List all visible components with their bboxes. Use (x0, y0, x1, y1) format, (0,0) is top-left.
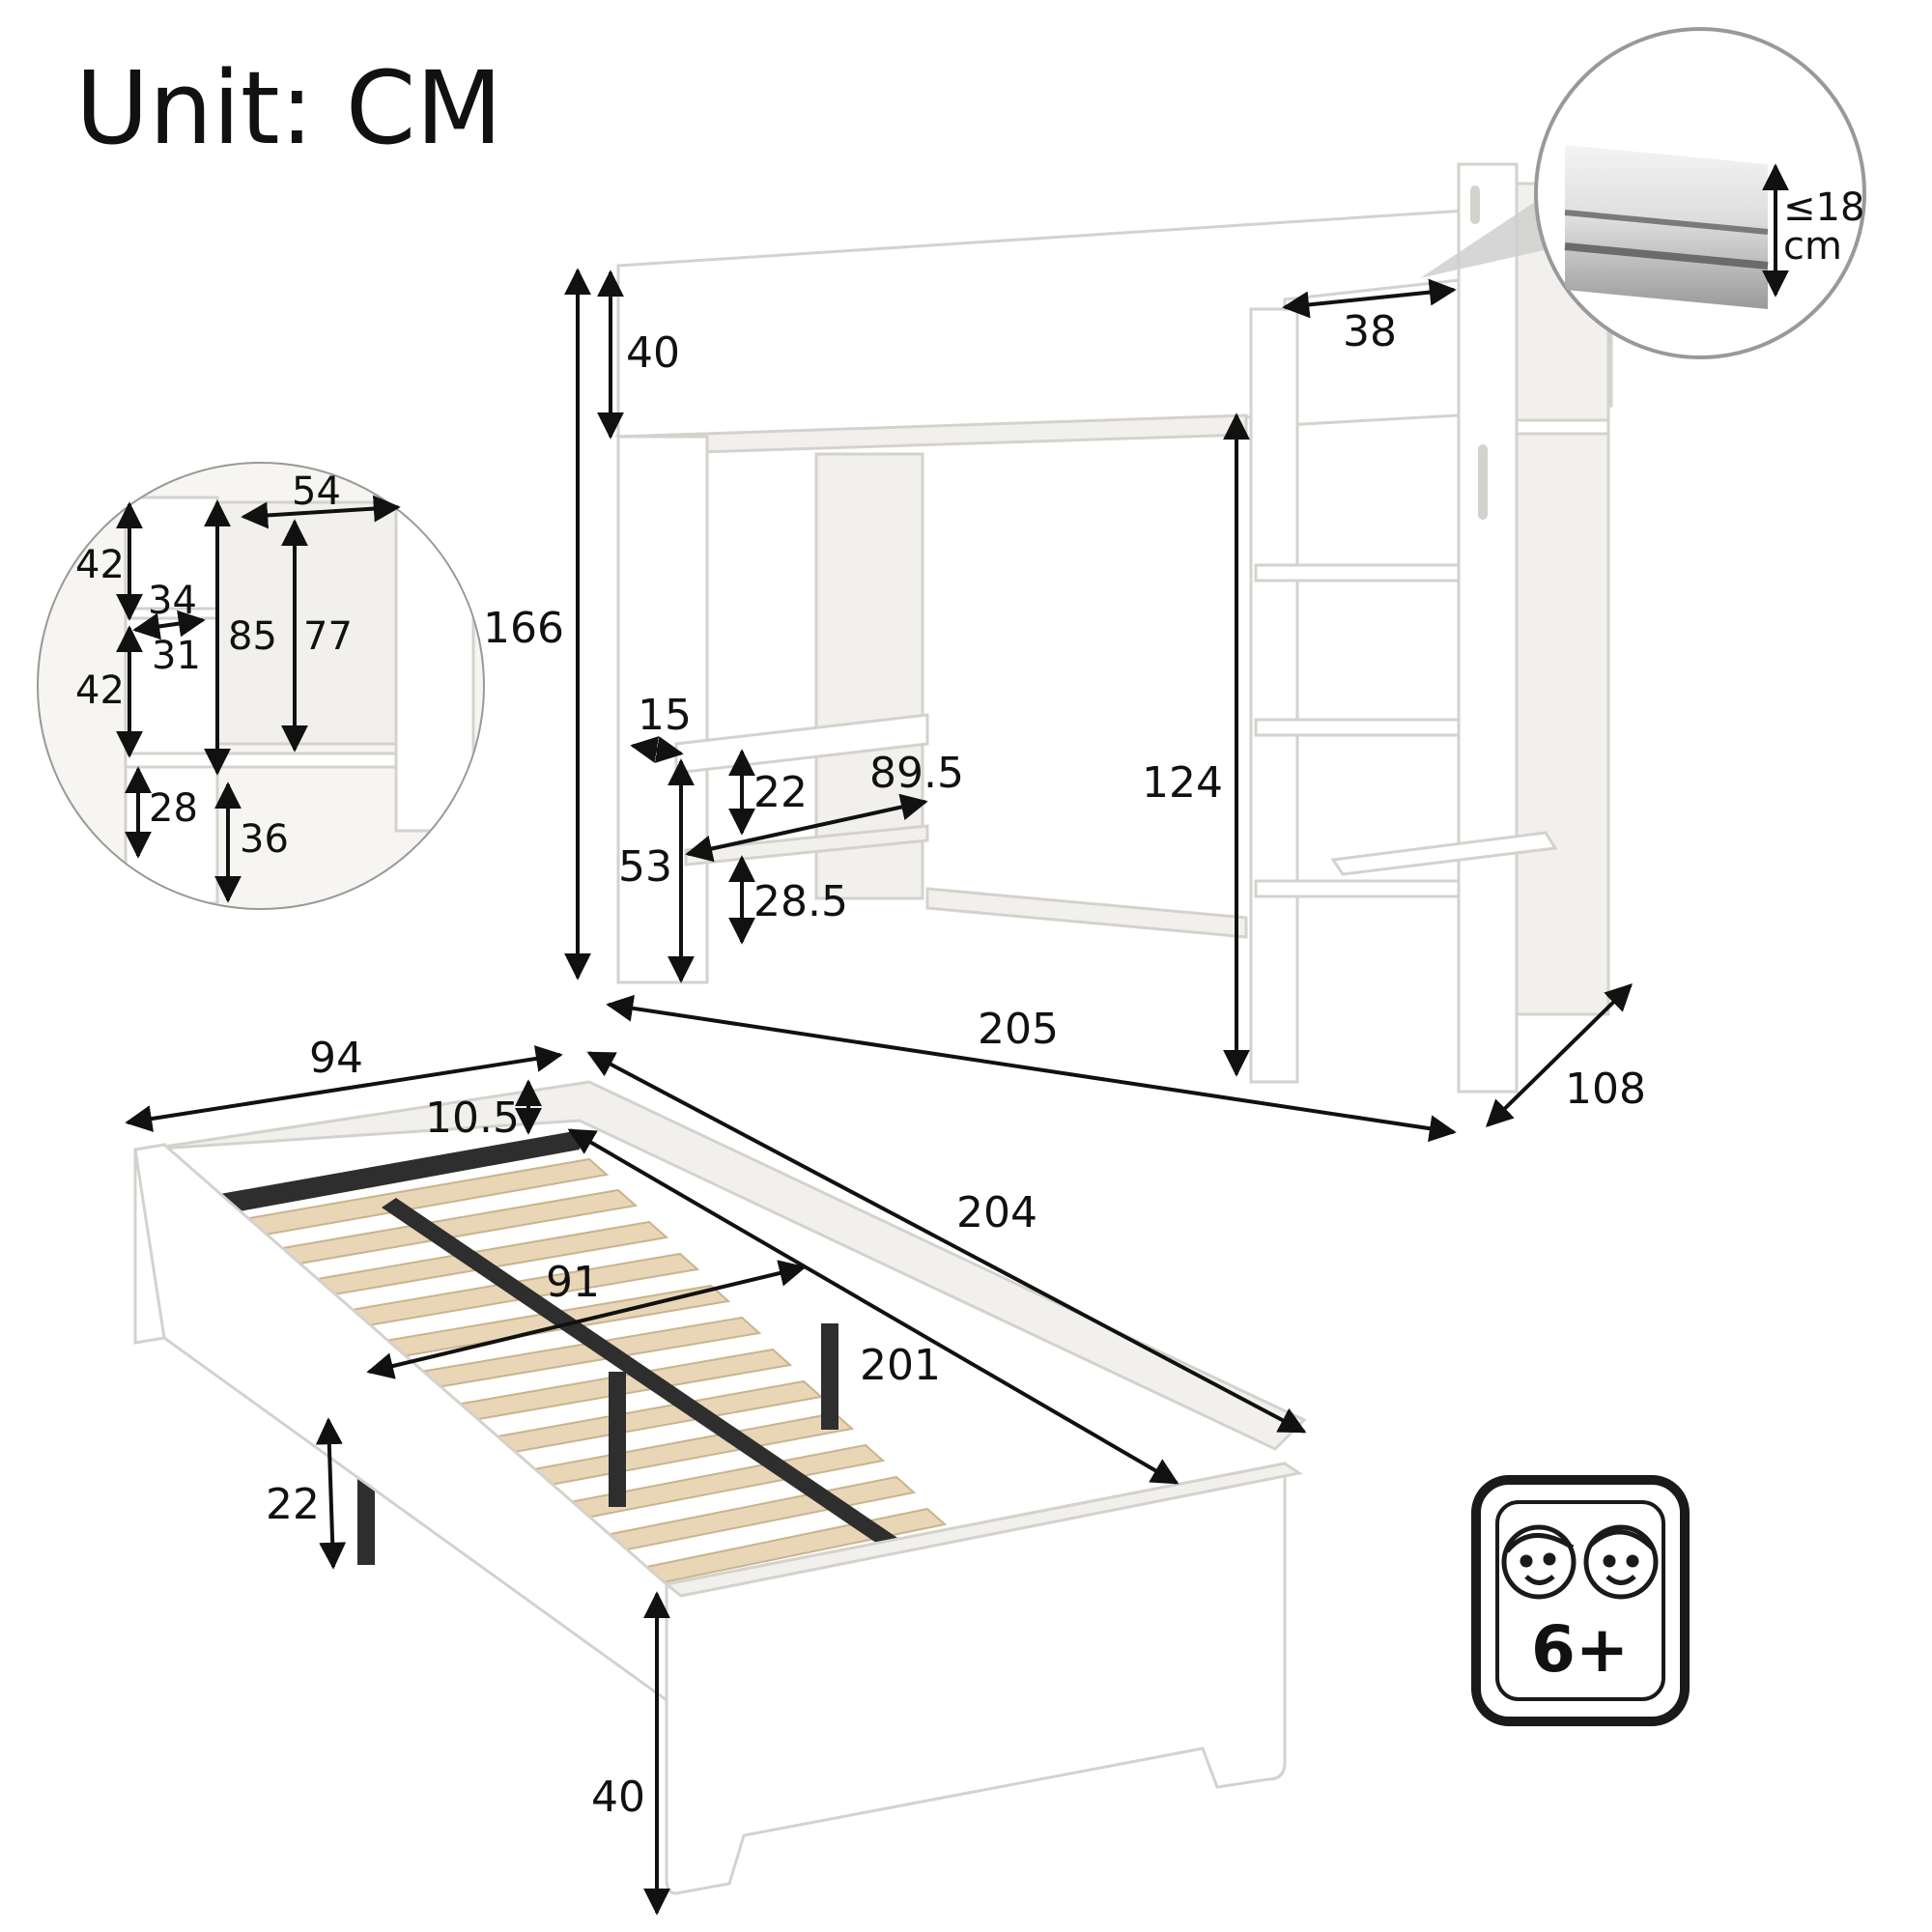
age-badge-frame (1471, 1475, 1690, 1726)
storage-lower-left-label: 28 (149, 786, 198, 831)
tower-shelf-2 (1330, 831, 1558, 876)
storage-column-label: 85 (228, 614, 277, 659)
bed-width-arrow (125, 1045, 563, 1132)
loft-guard-height-label: 40 (626, 328, 680, 378)
bed-rail-height-label: 10.5 (425, 1094, 520, 1143)
bed-inner-width-label: 91 (546, 1258, 600, 1307)
storage-width-inner-label: 31 (152, 634, 201, 678)
children-faces-icon (1501, 1524, 1659, 1600)
bed-leg-right (821, 1323, 838, 1430)
mattress-cross-section (1565, 145, 1768, 309)
storage-shelf-b (124, 752, 408, 769)
bed-width-label: 94 (309, 1034, 363, 1083)
bed-leg-height-arrow (315, 1417, 347, 1570)
ladder-rail-right (1457, 162, 1519, 1094)
bed-leg-center (609, 1372, 626, 1507)
storage-upper-label: 42 (75, 543, 125, 587)
bed-outer-length-label: 204 (956, 1188, 1037, 1237)
ladder-rail-left (1249, 307, 1299, 1084)
storage-lower-right-label: 36 (240, 817, 289, 862)
loft-bottom-rail (925, 887, 1248, 939)
shelf-gap-upper-label: 22 (753, 768, 808, 817)
loft-total-height-label: 166 (483, 604, 564, 653)
tower-handle-mid (1478, 444, 1488, 520)
storage-width-outer-label: 34 (148, 579, 197, 623)
mattress-thickness-unit: cm (1783, 224, 1842, 269)
storage-wardrobe-label: 77 (303, 614, 353, 659)
bed-foot-top (663, 1462, 1303, 1598)
storage-wardrobe-panel (215, 500, 403, 746)
tower-handle-top (1470, 185, 1480, 224)
storage-width-outer-arrow (132, 610, 206, 640)
loft-depth-arrow (1485, 983, 1634, 1127)
loft-bed (614, 162, 1613, 1094)
ladder-step-width-arrow (1282, 278, 1457, 319)
bed-inner-length-label: 201 (860, 1341, 941, 1390)
age-badge: 6+ (1471, 1475, 1690, 1726)
desk-side-width-label: 15 (638, 691, 692, 740)
desk-side-width-arrow (630, 736, 684, 763)
storage-inset: 54 42 34 42 31 85 77 28 36 (37, 462, 485, 910)
ladder-rung-3 (1254, 879, 1461, 898)
desk-length-arrow (685, 793, 928, 863)
loft-length-label: 205 (978, 1005, 1059, 1054)
loft-depth-label: 108 (1565, 1065, 1646, 1114)
age-badge-label: 6+ (1531, 1612, 1629, 1687)
tower-shelf-1 (1515, 418, 1610, 436)
loft-clearance-label: 124 (1142, 758, 1223, 808)
storage-top-width-label: 54 (292, 469, 341, 514)
bed-leg-height-label: 22 (266, 1480, 320, 1529)
desk-length-label: 89.5 (869, 749, 964, 798)
ladder-step-width-label: 38 (1343, 307, 1397, 356)
mattress-inset: ≤18 cm (1420, 27, 1866, 359)
storage-top-width-arrow (241, 495, 401, 529)
desk-height-label: 53 (618, 842, 672, 892)
ladder-rung-1 (1254, 563, 1461, 582)
mattress-thickness-label: ≤18 (1783, 185, 1864, 230)
storage-middle-label: 42 (75, 668, 125, 713)
bed-metal-bar (198, 1130, 580, 1217)
ladder-rung-2 (1254, 718, 1461, 737)
unit-title: Unit: CM (75, 49, 502, 167)
bed-total-height-label: 40 (591, 1773, 645, 1822)
shelf-gap-lower-label: 28.5 (753, 877, 848, 926)
storage-tower (1515, 182, 1610, 1016)
bed-inner-length-arrow (567, 1128, 1179, 1485)
